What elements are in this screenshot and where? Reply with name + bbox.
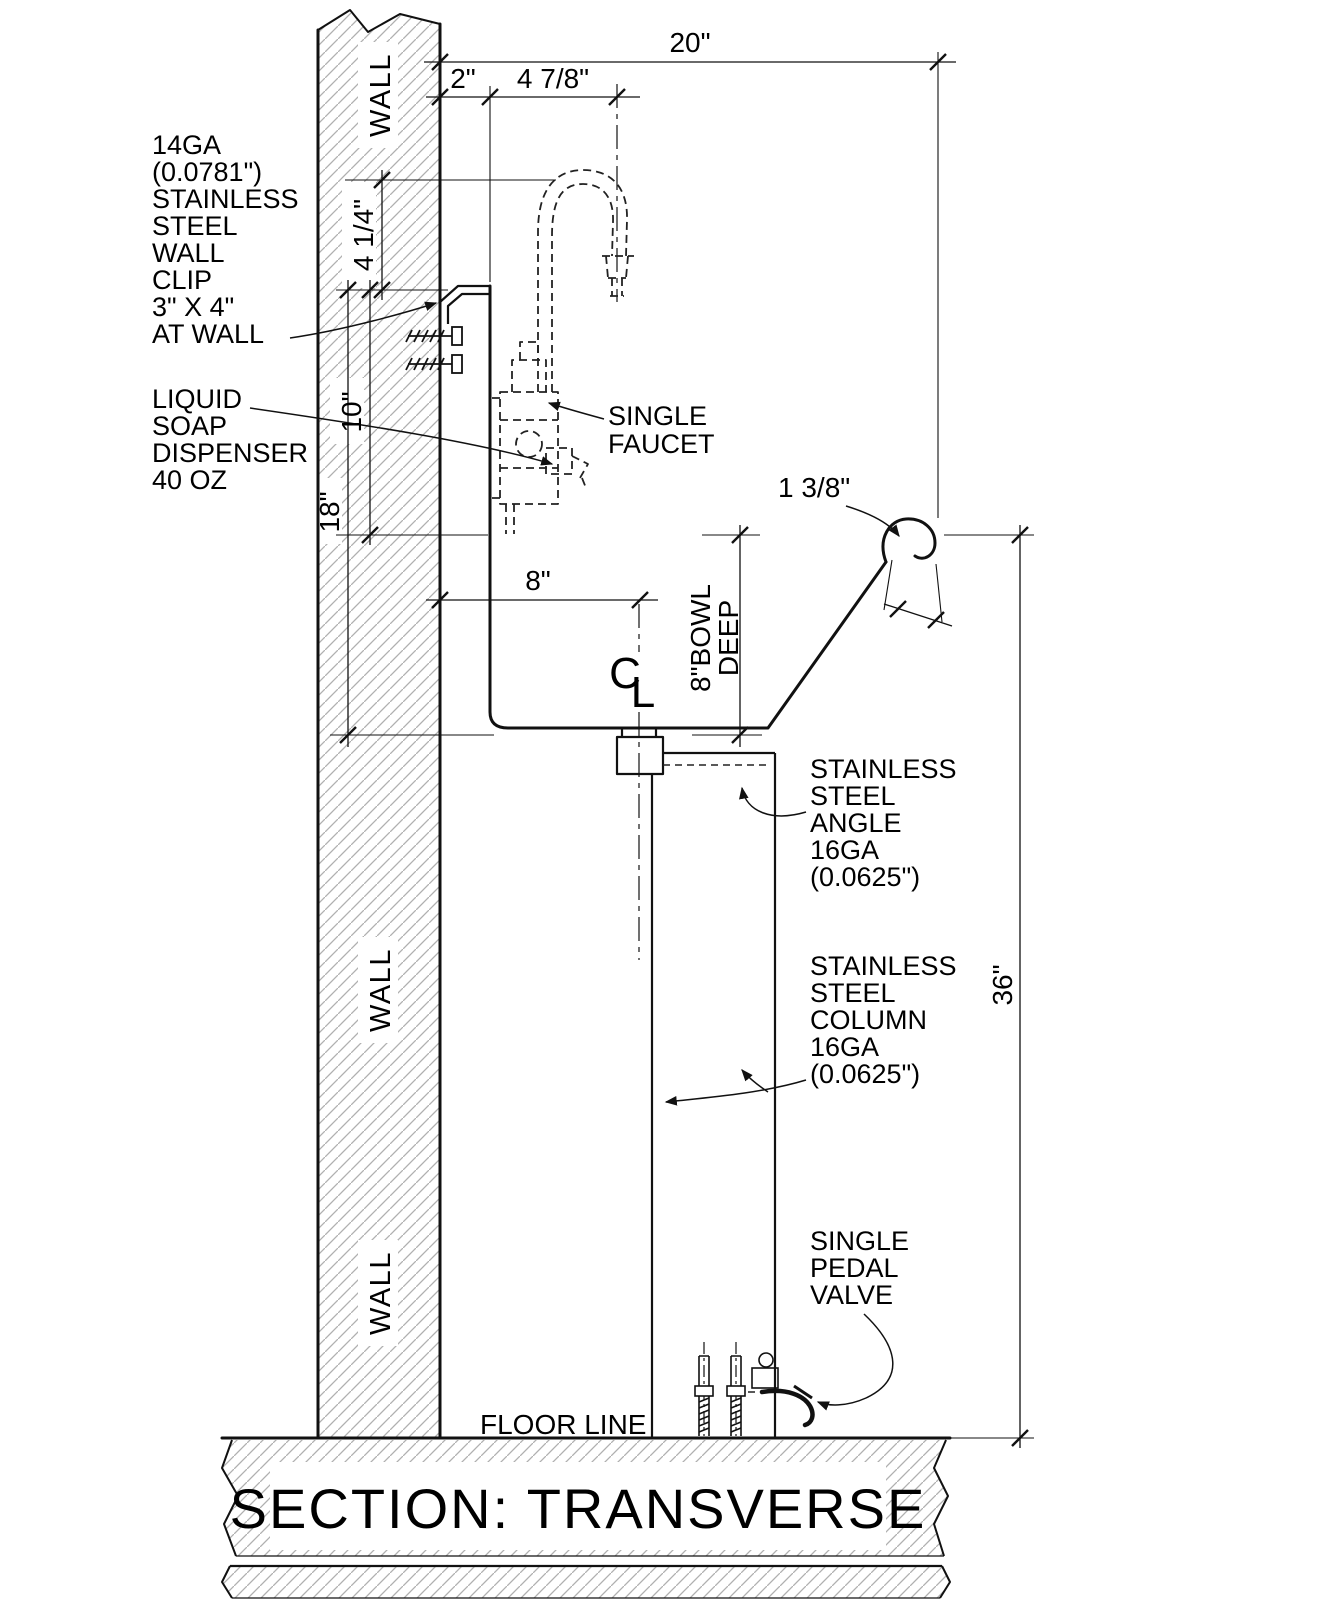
dim-rim-roll: 1 3/8" [778,472,850,503]
drain-assembly [615,728,775,776]
pedal-valve [694,1352,815,1436]
dim-bowl-deep-1: 8"BOWL [685,584,716,692]
callout-line: 16GA [810,1032,879,1062]
callout-line: 40 OZ [152,465,227,495]
callout-line: LIQUID [152,384,242,414]
dim-drain-offset: 8" [525,565,551,596]
leader-column-2 [741,1069,769,1093]
pedestal-column [650,753,777,1438]
faucet-handle [511,341,547,392]
rolled-rim [881,517,937,564]
callout-column: STAINLESS STEEL COLUMN 16GA (0.0625") [810,951,957,1089]
callout-line: 16GA [810,835,879,865]
dim-clip-to-rim: 10" [336,391,367,432]
extension-lines [330,52,1034,1439]
centerlines [616,84,737,1436]
callout-line: AT WALL [152,319,264,349]
callout-line: DISPENSER [152,438,308,468]
callout-faucet: SINGLE FAUCET [608,401,715,459]
callout-line: ANGLE [810,808,902,838]
sink-bowl [488,284,937,730]
callout-line: STAINLESS [810,754,957,784]
leader-angle [739,786,807,817]
callout-line: STAINLESS [810,951,957,981]
callout-line: VALVE [810,1280,893,1310]
callout-line: PEDAL [810,1253,899,1283]
leader-soap [249,407,554,466]
callout-line: SOAP [152,411,227,441]
dimension-ticks [339,53,1029,1447]
callout-line: (0.0625") [810,1059,920,1089]
callout-line: 14GA [152,130,221,160]
callout-line: SINGLE [810,1226,909,1256]
dim-wall-gap: 2" [450,63,476,94]
leader-column [664,1079,807,1106]
callout-line: COLUMN [810,1005,927,1035]
dim-height: 36" [987,964,1018,1005]
dimension-lines [347,61,1021,1448]
callout-line: SINGLE [608,401,707,431]
callout-soap: LIQUID SOAP DISPENSER 40 OZ [152,384,308,495]
faucet-dashed [490,169,634,534]
leader-rim-roll [845,505,900,538]
callout-line: CLIP [152,265,212,295]
dim-spout-to-clip: 4 1/4" [348,199,379,271]
centerline-c: C [609,649,641,698]
wall-outline [316,9,442,1440]
callout-line: STEEL [810,781,896,811]
callout-line: STEEL [810,978,896,1008]
faucet-supply [505,504,515,534]
text-halos [270,42,886,1550]
callout-line: STEEL [152,211,238,241]
faucet-body [499,391,559,505]
callout-line: (0.0625") [810,862,920,892]
callout-line: 3" X 4" [152,292,234,322]
callout-line: (0.0781") [152,157,262,187]
leader-wall-clip [289,301,438,339]
dim-bowl-deep-2: DEEP [713,600,744,676]
leader-pedal [816,1313,894,1411]
mounting-screws [405,326,463,374]
dim-clip-to-bottom: 18" [314,491,345,532]
faucet-spout-outlet [602,255,634,297]
wall-hatch [318,10,440,1438]
wall-labels: WALL WALL WALL [365,53,397,1335]
callout-line: WALL [152,238,225,268]
floor-line-label: FLOOR LINE [480,1409,646,1440]
centerline-l: L [631,668,655,717]
wall-label-2: WALL [365,948,397,1032]
wall-label-3: WALL [365,1251,397,1335]
callout-pedal: SINGLE PEDAL VALVE [810,1226,909,1310]
drawing-title: SECTION: TRANSVERSE [230,1477,927,1540]
callout-wall-clip: 14GA (0.0781") STAINLESS STEEL WALL CLIP… [152,130,299,349]
callout-line: FAUCET [608,429,715,459]
dimension-labels: 20" 2" 4 7/8" 4 1/4" 10" 18" 8" 1 3/8" 8… [314,27,1018,1006]
wall-label-1: WALL [365,53,397,137]
dim-faucet-offset: 4 7/8" [517,63,589,94]
wall-clip [438,284,490,324]
floor-outline [220,1436,952,1599]
leader-faucet [547,401,605,420]
leader-lines [249,301,900,1411]
centerline-symbol: C L [609,649,655,717]
pedal-lever [759,1388,815,1428]
dim-overall: 20" [669,27,710,58]
callout-angle: STAINLESS STEEL ANGLE 16GA (0.0625") [810,754,957,892]
callout-line: STAINLESS [152,184,299,214]
